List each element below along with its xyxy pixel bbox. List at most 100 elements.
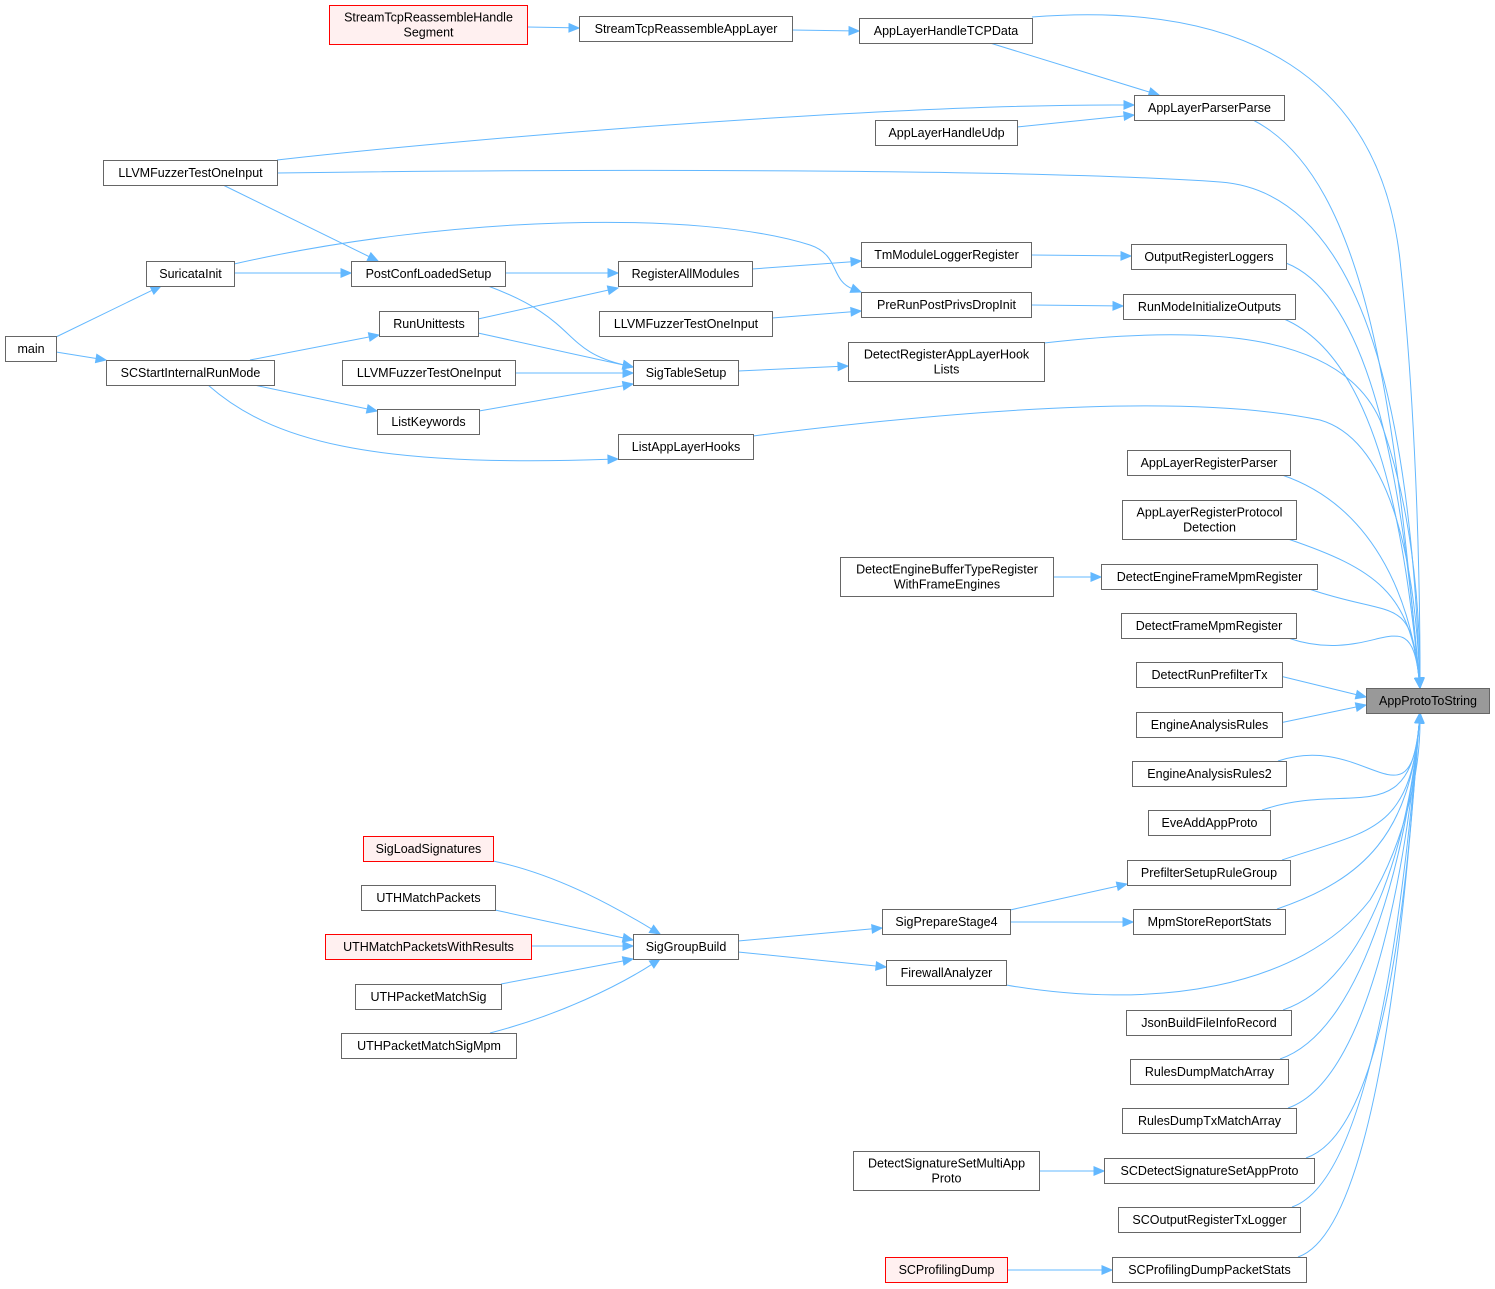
node-box[interactable] [1122, 500, 1297, 540]
node-ListAppLayerHooks[interactable]: ListAppLayerHooks [618, 434, 754, 460]
node-main[interactable]: main [5, 336, 57, 362]
node-EngineAnalysisRules[interactable]: EngineAnalysisRules [1136, 712, 1283, 738]
node-AppLayerHandleUdp[interactable]: AppLayerHandleUdp [875, 120, 1018, 146]
node-DetectEngineBufferTypeRegisterWithFrameEngines[interactable]: DetectEngineBufferTypeRegisterWithFrameE… [840, 557, 1054, 597]
node-box[interactable] [1101, 564, 1318, 590]
node-box[interactable] [329, 5, 528, 45]
node-box[interactable] [1133, 909, 1286, 935]
node-box[interactable] [633, 934, 739, 960]
node-box[interactable] [1130, 1059, 1289, 1085]
node-box[interactable] [1127, 860, 1291, 886]
node-box[interactable] [341, 1033, 517, 1059]
node-AppLayerParserParse[interactable]: AppLayerParserParse [1134, 95, 1285, 121]
node-box[interactable] [1134, 95, 1285, 121]
node-box[interactable] [146, 261, 235, 287]
node-SCProfilingDumpPacketStats[interactable]: SCProfilingDumpPacketStats [1112, 1257, 1307, 1283]
node-UTHPacketMatchSigMpm[interactable]: UTHPacketMatchSigMpm [341, 1033, 517, 1059]
node-AppProtoToString[interactable]: AppProtoToString [1366, 688, 1490, 714]
node-box[interactable] [1366, 688, 1490, 714]
node-PrefilterSetupRuleGroup[interactable]: PrefilterSetupRuleGroup [1127, 860, 1291, 886]
node-DetectFrameMpmRegister[interactable]: DetectFrameMpmRegister [1121, 613, 1297, 639]
node-box[interactable] [1127, 450, 1291, 476]
node-box[interactable] [861, 292, 1032, 318]
node-box[interactable] [885, 1257, 1008, 1283]
node-box[interactable] [1122, 1108, 1297, 1134]
node-RunModeInitializeOutputs[interactable]: RunModeInitializeOutputs [1123, 294, 1296, 320]
node-SCStartInternalRunMode[interactable]: SCStartInternalRunMode [106, 360, 275, 386]
node-box[interactable] [1123, 294, 1296, 320]
node-box[interactable] [106, 360, 275, 386]
node-box[interactable] [579, 16, 793, 42]
node-box[interactable] [633, 360, 739, 386]
node-box[interactable] [1148, 810, 1271, 836]
node-PreRunPostPrivsDropInit[interactable]: PreRunPostPrivsDropInit [861, 292, 1032, 318]
node-box[interactable] [859, 18, 1033, 44]
node-OutputRegisterLoggers[interactable]: OutputRegisterLoggers [1131, 244, 1287, 270]
node-box[interactable] [351, 261, 506, 287]
node-UTHMatchPackets[interactable]: UTHMatchPackets [361, 885, 496, 911]
node-DetectEngineFrameMpmRegister[interactable]: DetectEngineFrameMpmRegister [1101, 564, 1318, 590]
node-box[interactable] [1126, 1010, 1292, 1036]
node-ListKeywords[interactable]: ListKeywords [377, 409, 480, 435]
node-box[interactable] [886, 960, 1007, 986]
node-box[interactable] [1112, 1257, 1307, 1283]
node-box[interactable] [875, 120, 1018, 146]
node-MpmStoreReportStats[interactable]: MpmStoreReportStats [1133, 909, 1286, 935]
node-LLVMFuzzerTestOneInput_a[interactable]: LLVMFuzzerTestOneInput [103, 160, 278, 186]
node-TmModuleLoggerRegister[interactable]: TmModuleLoggerRegister [861, 242, 1032, 268]
node-box[interactable] [5, 336, 57, 362]
node-AppLayerRegisterParser[interactable]: AppLayerRegisterParser [1127, 450, 1291, 476]
node-box[interactable] [848, 342, 1045, 382]
node-box[interactable] [1121, 613, 1297, 639]
node-box[interactable] [361, 885, 496, 911]
node-box[interactable] [342, 360, 516, 386]
node-box[interactable] [355, 984, 502, 1010]
node-box[interactable] [1136, 712, 1283, 738]
node-UTHPacketMatchSig[interactable]: UTHPacketMatchSig [355, 984, 502, 1010]
node-SCOutputRegisterTxLogger[interactable]: SCOutputRegisterTxLogger [1118, 1207, 1301, 1233]
node-StreamTcpReassembleAppLayer[interactable]: StreamTcpReassembleAppLayer [579, 16, 793, 42]
node-box[interactable] [618, 434, 754, 460]
node-box[interactable] [1131, 244, 1287, 270]
node-box[interactable] [1136, 662, 1283, 688]
node-box[interactable] [840, 557, 1054, 597]
node-RulesDumpTxMatchArray[interactable]: RulesDumpTxMatchArray [1122, 1108, 1297, 1134]
node-RulesDumpMatchArray[interactable]: RulesDumpMatchArray [1130, 1059, 1289, 1085]
node-EngineAnalysisRules2[interactable]: EngineAnalysisRules2 [1132, 761, 1287, 787]
node-box[interactable] [1118, 1207, 1301, 1233]
node-box[interactable] [1104, 1158, 1315, 1184]
node-box[interactable] [882, 909, 1011, 935]
node-EveAddAppProto[interactable]: EveAddAppProto [1148, 810, 1271, 836]
node-SigGroupBuild[interactable]: SigGroupBuild [633, 934, 739, 960]
node-LLVMFuzzerTestOneInput_c[interactable]: LLVMFuzzerTestOneInput [342, 360, 516, 386]
node-FirewallAnalyzer[interactable]: FirewallAnalyzer [886, 960, 1007, 986]
node-JsonBuildFileInfoRecord[interactable]: JsonBuildFileInfoRecord [1126, 1010, 1292, 1036]
node-box[interactable] [363, 836, 494, 862]
node-box[interactable] [377, 409, 480, 435]
node-RunUnittests[interactable]: RunUnittests [379, 311, 479, 337]
node-LLVMFuzzerTestOneInput_b[interactable]: LLVMFuzzerTestOneInput [599, 311, 773, 337]
node-RegisterAllModules[interactable]: RegisterAllModules [618, 261, 753, 287]
node-SigPrepareStage4[interactable]: SigPrepareStage4 [882, 909, 1011, 935]
node-SigLoadSignatures[interactable]: SigLoadSignatures [363, 836, 494, 862]
node-box[interactable] [599, 311, 773, 337]
node-box[interactable] [853, 1151, 1040, 1191]
node-PostConfLoadedSetup[interactable]: PostConfLoadedSetup [351, 261, 506, 287]
node-UTHMatchPacketsWithResults[interactable]: UTHMatchPacketsWithResults [325, 934, 532, 960]
node-SuricataInit[interactable]: SuricataInit [146, 261, 235, 287]
node-box[interactable] [325, 934, 532, 960]
node-box[interactable] [103, 160, 278, 186]
node-box[interactable] [379, 311, 479, 337]
node-SCDetectSignatureSetAppProto[interactable]: SCDetectSignatureSetAppProto [1104, 1158, 1315, 1184]
node-AppLayerHandleTCPData[interactable]: AppLayerHandleTCPData [859, 18, 1033, 44]
node-DetectRunPrefilterTx[interactable]: DetectRunPrefilterTx [1136, 662, 1283, 688]
node-box[interactable] [861, 242, 1032, 268]
node-SigTableSetup[interactable]: SigTableSetup [633, 360, 739, 386]
node-box[interactable] [1132, 761, 1287, 787]
node-SCProfilingDump[interactable]: SCProfilingDump [885, 1257, 1008, 1283]
node-box[interactable] [618, 261, 753, 287]
